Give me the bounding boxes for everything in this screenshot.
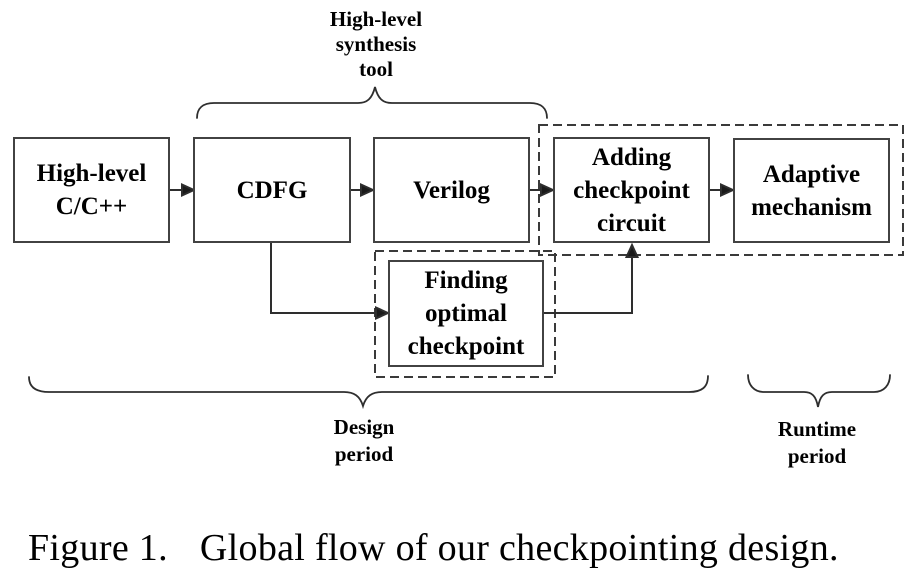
box-adding-checkpoint-circuit: Adding checkpoint circuit	[553, 137, 710, 243]
brace-design-period	[28, 375, 709, 410]
arrow-adding-to-adaptive	[710, 182, 736, 198]
box-verilog: Verilog	[373, 137, 530, 243]
box-label-line: Verilog	[413, 176, 490, 204]
box-adaptive-mechanism: Adaptive mechanism	[733, 138, 890, 243]
brace-runtime-period	[747, 374, 891, 408]
box-label-line: checkpoint	[573, 176, 690, 204]
box-label-line: Finding	[424, 267, 508, 294]
box-label-line: checkpoint	[407, 333, 525, 360]
box-cdfg: CDFG	[193, 137, 351, 243]
box-label-line: High-level	[36, 160, 147, 187]
label-line: Runtime	[777, 417, 857, 441]
label-line: Design	[333, 415, 395, 439]
box-label-line: optimal	[425, 300, 507, 327]
figure-caption-text: Global flow of our checkpointing design.	[199, 527, 839, 569]
arrow-cdfg-to-verilog	[351, 182, 376, 198]
figure-caption: Figure 1. Global flow of our checkpointin…	[28, 526, 839, 570]
brace-high-level-synthesis-tool	[196, 86, 548, 119]
figure-caption-number: Figure 1.	[28, 527, 168, 569]
arrow-verilog-to-adding	[530, 182, 556, 198]
box-label-line: C/C++	[55, 193, 128, 220]
label-line: synthesis	[335, 32, 417, 56]
box-label-line: Adaptive	[762, 160, 861, 188]
box-label-line: CDFG	[236, 176, 308, 204]
arrow-highlevelc-to-cdfg	[170, 182, 197, 198]
high-level-synthesis-tool-label: High-level synthesis tool	[276, 7, 476, 82]
box-label-line: circuit	[597, 209, 666, 237]
label-line: tool	[359, 57, 393, 81]
box-label-line: mechanism	[751, 193, 872, 221]
label-line: High-level	[329, 7, 423, 31]
dashed-box-checkpoint-addition-group	[538, 124, 904, 256]
box-finding-optimal-checkpoint: Finding optimal checkpoint	[388, 260, 544, 367]
label-line: period	[787, 444, 847, 468]
arrow-finding-to-adding	[544, 242, 640, 314]
arrow-cdfg-to-finding	[270, 243, 391, 321]
label-line: period	[334, 442, 394, 466]
box-label-line: Adding	[591, 143, 672, 171]
runtime-period-label: Runtime period	[717, 416, 913, 470]
box-high-level-c: High-level C/C++	[13, 137, 170, 243]
design-period-label: Design period	[264, 414, 464, 468]
